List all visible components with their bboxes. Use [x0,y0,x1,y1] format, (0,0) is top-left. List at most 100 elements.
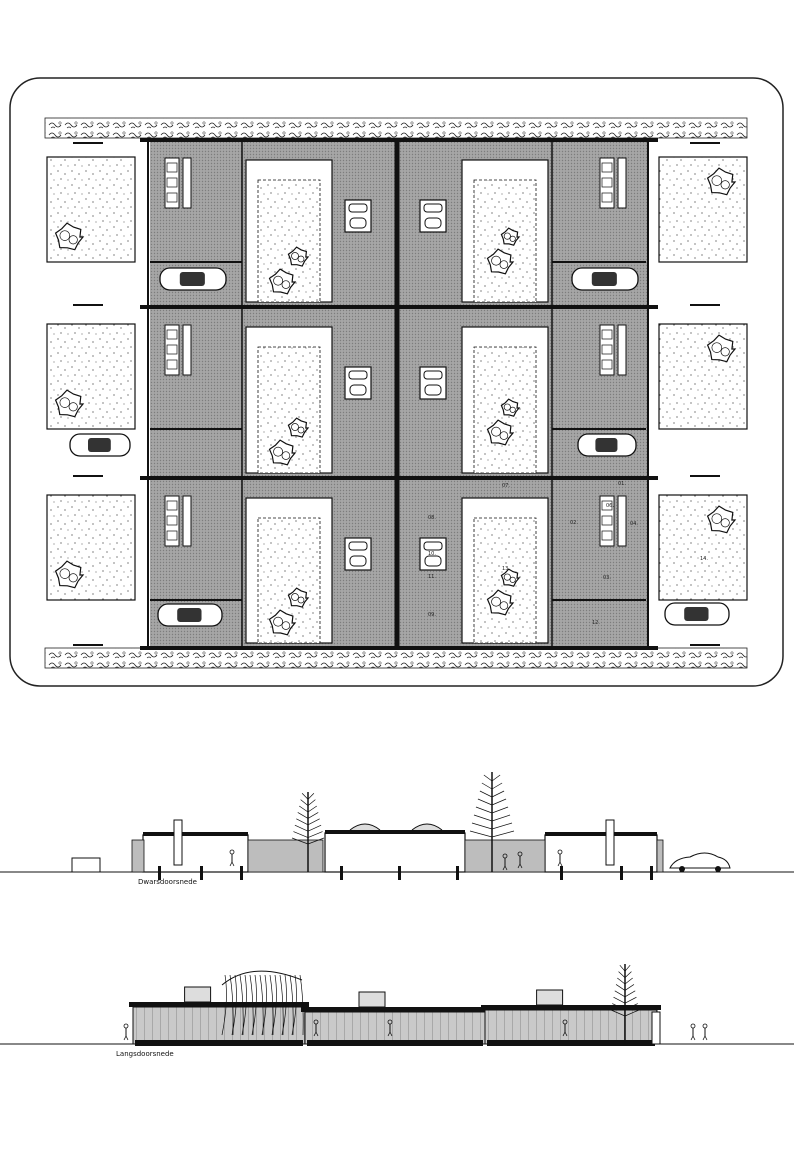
counter-element [601,192,613,203]
tree-branch [297,255,305,263]
tree-branch [297,596,305,604]
tree-branch [624,984,635,991]
willow-strand [291,974,297,1036]
tree-branch [291,837,309,845]
tree-branch [491,596,502,607]
cross-section-label: Dwarsdoorsnede [138,878,197,886]
tree-branch [481,782,493,790]
room-number: 01. [618,481,626,487]
tree-branch [291,423,299,431]
car-cabin [88,437,111,453]
tree-branch [499,601,509,610]
tree-icon [706,334,737,363]
house-long-section [484,1009,658,1045]
tree-branch [720,518,730,528]
skylight-dome [349,823,381,831]
counter-element [166,329,178,340]
bathroom-outline [344,199,372,233]
tree-elevation-icon [610,964,640,1044]
tree-branch [307,818,320,826]
cabinet [617,324,627,376]
tree-branch [491,814,511,822]
tree-branch [503,573,511,581]
tree-branch [610,1009,626,1017]
tree-branch [307,805,317,813]
roof-slab [481,1005,661,1010]
tree-icon [500,568,521,587]
tree-icon [287,587,310,608]
foundation-post [158,866,161,880]
tree-branch [483,774,493,782]
car-icon [571,267,639,291]
tree-icon [54,389,85,418]
tree-branch [307,831,323,838]
tree-branch [477,798,493,806]
chimney [173,819,183,866]
counter-element [166,177,178,188]
car-cabin [684,606,709,622]
counter [599,495,615,547]
person-leg [704,1035,708,1041]
counter [164,324,180,376]
bath [349,384,367,396]
room-number: 02. [570,520,578,526]
counter-element [166,515,178,526]
counter-element [601,500,613,511]
front-garden [658,156,748,263]
counter-element [601,162,613,173]
tree-branch [615,984,626,991]
tree-icon [268,609,297,636]
tree-branch [491,830,515,838]
tree-branch [281,451,291,460]
foundation-post [340,866,343,880]
tree-branch [509,406,516,413]
floor-slab [487,1040,655,1046]
boundary-wall [656,839,664,873]
tree-branch [624,971,632,978]
tree-branch [503,232,511,240]
tree-icon [54,222,85,251]
person-leg [313,1031,317,1037]
foundation-post [456,866,459,880]
tree-branch [711,342,723,353]
tree-branch [273,446,284,457]
tree-branch [491,798,507,806]
car-cabin [179,271,205,287]
tree-icon [706,167,737,196]
person-leg [564,1031,568,1037]
tree-branch [301,792,309,800]
tree-branch [503,403,511,411]
car-icon [159,267,227,291]
chimney [605,819,615,866]
counter-element [166,530,178,541]
car-cabin [591,271,617,287]
person-icon [502,853,508,871]
tree-branch [617,977,626,985]
floor-slab [135,1040,303,1046]
floor-slab [307,1040,483,1046]
tree-branch [291,593,299,601]
tree-icon [500,398,521,417]
tree-branch [624,977,633,985]
room-number: 03. [603,575,611,581]
bath [349,555,367,567]
person-icon [313,1019,319,1037]
counter-element [601,530,613,541]
willow-crown [221,970,303,986]
tree-icon [268,268,297,295]
car-wheel [679,866,685,872]
counter-element [166,359,178,370]
tree-branch [618,971,626,978]
foundation-post [240,866,243,880]
basin [348,541,368,551]
tree-elevation-icon [469,772,515,872]
person-icon [557,849,563,867]
tree-branch [491,806,509,814]
end-wall [651,1011,661,1045]
tree-branch [624,964,631,972]
counter-element [601,515,613,526]
hedge-top [44,117,748,139]
kitchen-counter-icon [164,157,192,209]
room-number: 13. [502,566,510,572]
